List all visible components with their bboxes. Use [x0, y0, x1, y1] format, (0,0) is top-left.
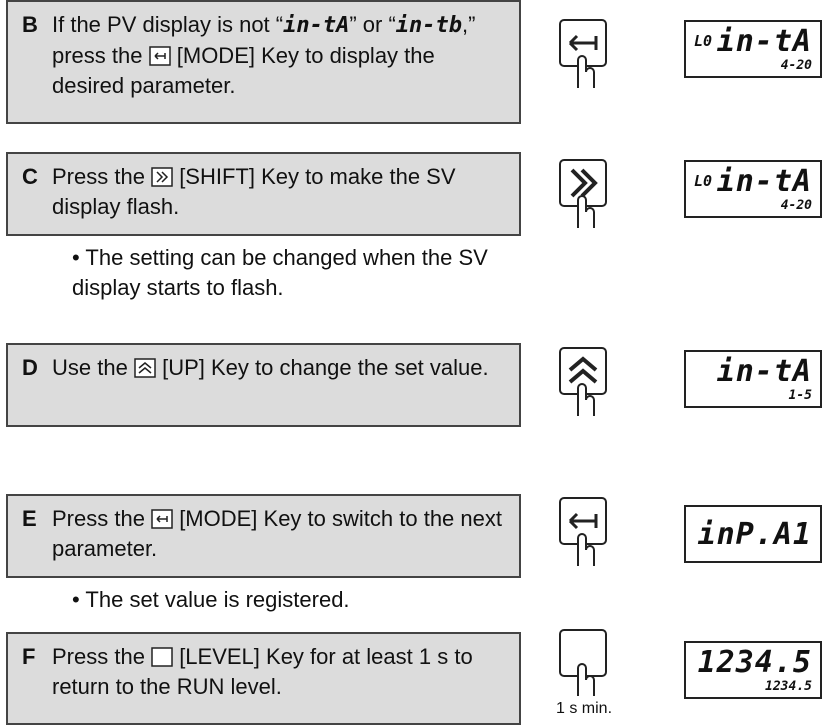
mode-key-icon [148, 46, 171, 66]
sv-display: 4-20 [780, 198, 812, 213]
level-key-icon [556, 628, 610, 698]
mode-key-icon [556, 496, 610, 568]
step-letter: E [22, 506, 37, 531]
pv-display: in-tA [716, 24, 812, 59]
up-key-icon [134, 358, 156, 378]
pv-display: in-tA [716, 164, 812, 199]
step-text: Press the [SHIFT] Key to make the SV dis… [52, 164, 456, 219]
step-e: E Press the [MODE] Key to switch to the … [6, 494, 521, 578]
note: • The setting can be changed when the SV… [72, 245, 488, 300]
step-text: Press the [LEVEL] Key for at least 1 s t… [52, 644, 473, 699]
level-key-icon [151, 647, 173, 667]
step-letter: D [22, 355, 38, 380]
step-d: D Use the [UP] Key to change the set val… [6, 343, 521, 427]
step-b: B If the PV display is not “in-tA” or “i… [6, 0, 521, 124]
step-letter: B [22, 12, 38, 37]
hold-duration-caption: 1 s min. [556, 700, 613, 717]
up-key-icon [556, 346, 610, 418]
lcd-display: inP.A1 [684, 505, 822, 563]
step-text: If the PV display is not “in-tA” or “in-… [52, 12, 476, 98]
pv-display: 1234.5 [697, 645, 812, 680]
mode-key-icon [556, 18, 610, 90]
note: • The set value is registered. [72, 587, 350, 612]
shift-key-icon [556, 158, 610, 230]
step-text: Press the [MODE] Key to switch to the ne… [52, 506, 502, 561]
pv-display: inP.A1 [697, 517, 812, 552]
shift-key-icon [151, 167, 173, 187]
level-indicator: L0 [694, 32, 713, 50]
lcd-display: L0 in-tA 4-20 [684, 160, 822, 218]
display-text-inline: in-tA [283, 13, 350, 38]
lcd-display: in-tA 1-5 [684, 350, 822, 408]
sv-display: 4-20 [780, 58, 812, 73]
step-f: F Press the [LEVEL] Key for at least 1 s… [6, 632, 521, 725]
mode-key-icon [151, 509, 173, 529]
pv-display: in-tA [716, 354, 812, 389]
step-letter: F [22, 644, 36, 669]
level-indicator: L0 [694, 172, 713, 190]
step-c: C Press the [SHIFT] Key to make the SV d… [6, 152, 521, 236]
lcd-display: 1234.5 1234.5 [684, 641, 822, 699]
sv-display: 1234.5 [765, 679, 812, 694]
step-letter: C [22, 164, 38, 189]
lcd-display: L0 in-tA 4-20 [684, 20, 822, 78]
display-text-inline: in-tb [395, 13, 463, 38]
step-text: Use the [UP] Key to change the set value… [52, 355, 489, 380]
sv-display: 1-5 [788, 388, 812, 403]
